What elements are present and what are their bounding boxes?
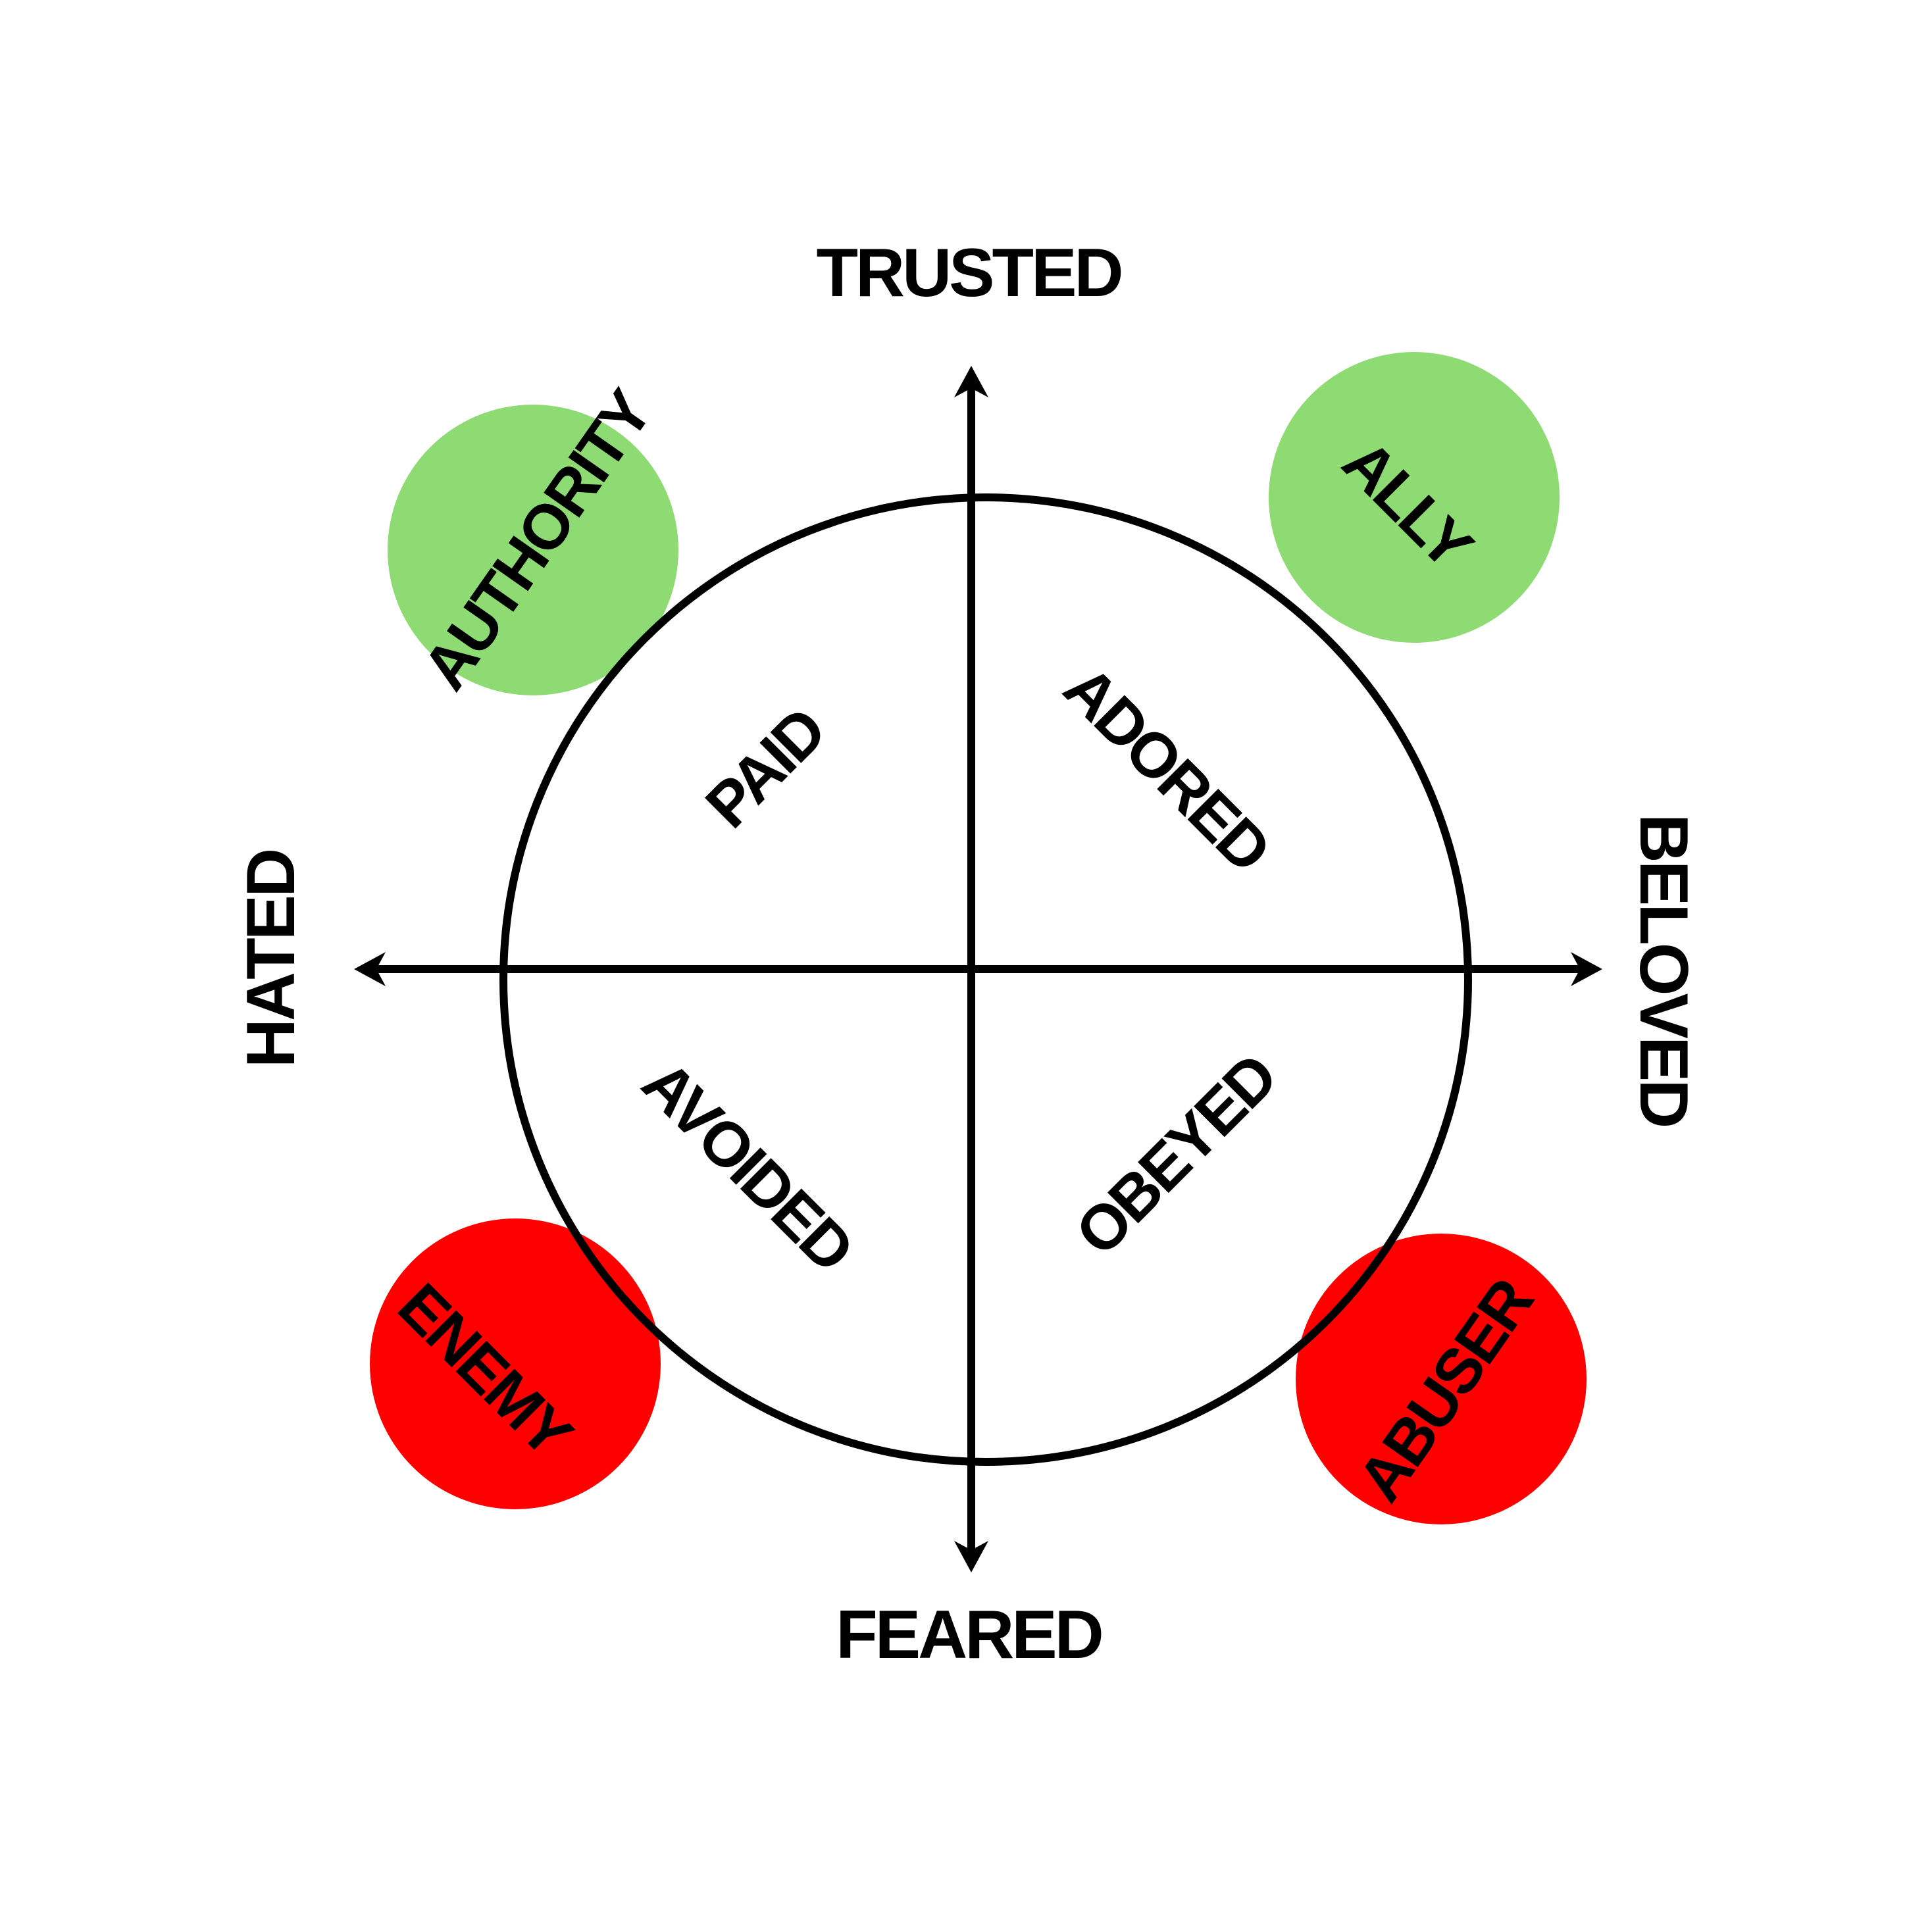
arrow-up-icon (954, 366, 988, 397)
arrow-right-icon (1571, 952, 1602, 986)
arrow-left-icon (354, 952, 386, 986)
arrow-down-icon (954, 1541, 988, 1572)
axis-label-left: HATED (233, 851, 309, 1068)
bubble-abuser (1296, 1234, 1587, 1524)
bubble-enemy (370, 1218, 661, 1509)
center-ring (499, 493, 1472, 1466)
axis-label-bottom: FEARED (836, 1597, 1102, 1673)
axis-label-top: TRUSTED (816, 235, 1121, 311)
bubble-authority (388, 405, 678, 695)
bubble-ally (1269, 352, 1560, 643)
axis-label-right: BELOVED (1625, 814, 1702, 1126)
